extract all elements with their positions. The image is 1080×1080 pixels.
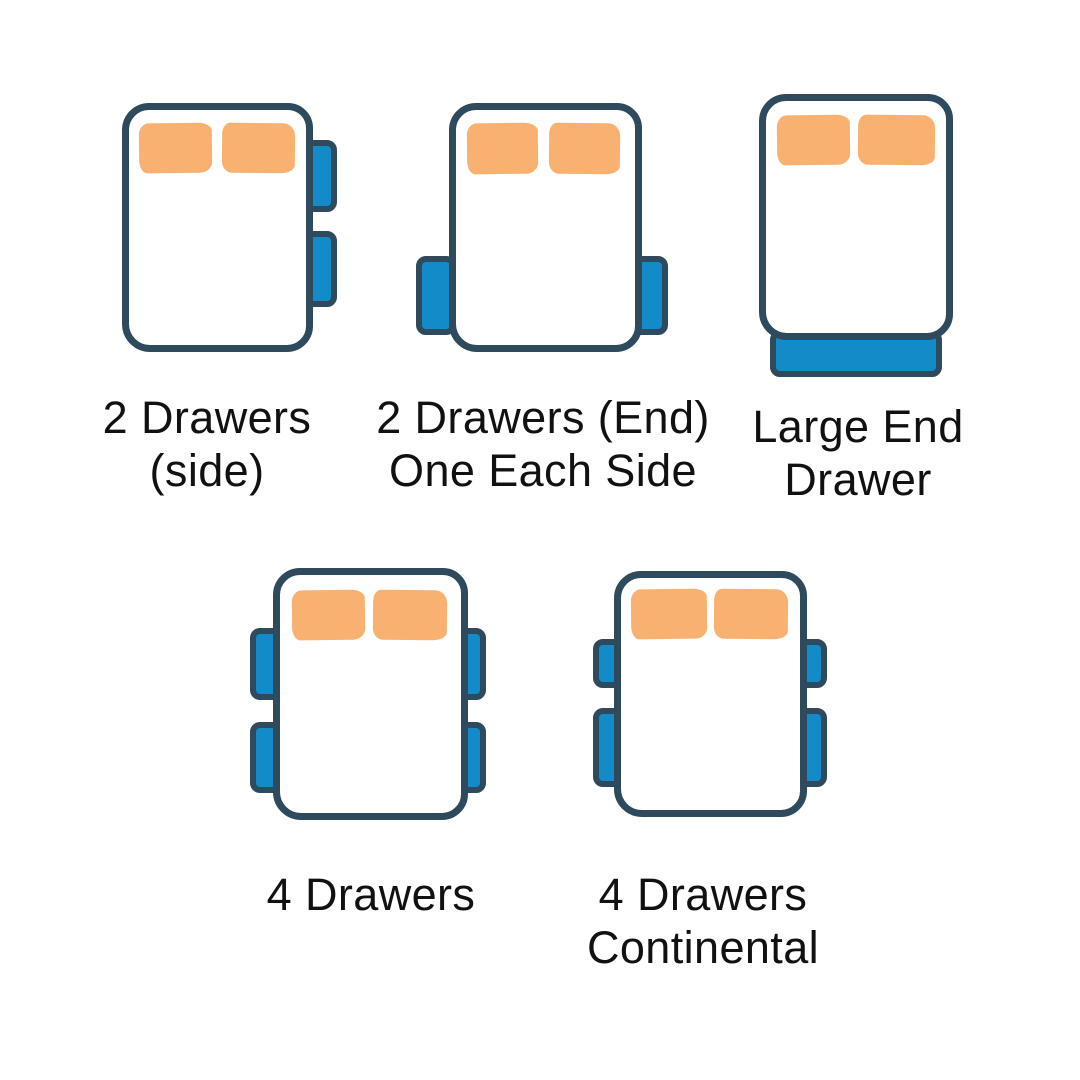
- bed-label-line: 2 Drawers: [102, 392, 312, 443]
- drawer-icon: [250, 722, 290, 793]
- mattress-icon: [449, 103, 642, 352]
- drawer-icon: [446, 722, 486, 793]
- bed-label-line: Continental: [586, 922, 820, 974]
- bed-label-line: 4 Drawers: [598, 869, 808, 920]
- drawer-icon: [787, 639, 827, 688]
- drawer-icon: [446, 628, 486, 700]
- bed-label-line: Drawer: [784, 454, 932, 506]
- bed-label-line: (side): [149, 445, 265, 497]
- mattress-icon: [122, 103, 313, 352]
- mattress-icon: [273, 568, 468, 820]
- bed-label-line: 2 Drawers (End): [376, 392, 710, 443]
- drawer-icon: [416, 256, 456, 335]
- drawer-icon: [628, 256, 668, 335]
- pillow-icon: [138, 122, 213, 174]
- pillow-icon: [713, 588, 789, 640]
- drawer-icon: [250, 628, 290, 700]
- bed-label-line: One Each Side: [389, 445, 697, 497]
- bed-label-4-drawers: 4 Drawers: [267, 868, 476, 921]
- bed-label-line: 4 Drawers: [266, 869, 476, 920]
- pillow-icon: [291, 589, 366, 641]
- pillow-icon: [466, 122, 539, 175]
- pillow-icon: [630, 588, 708, 640]
- pillow-icon: [548, 122, 621, 175]
- pillow-icon: [857, 114, 936, 166]
- bed-label-2-drawers-end-one-each-side: 2 Drawers (End)One Each Side: [376, 391, 710, 497]
- drawer-icon: [299, 140, 337, 212]
- pillow-icon: [221, 122, 296, 174]
- mattress-icon: [614, 571, 807, 817]
- drawer-icon: [299, 231, 337, 307]
- bed-label-2-drawers-side: 2 Drawers(side): [103, 391, 312, 497]
- mattress-icon: [759, 94, 953, 340]
- drawer-icon: [593, 639, 633, 688]
- drawer-icon: [593, 708, 633, 787]
- pillow-icon: [776, 114, 851, 166]
- drawer-icon: [787, 708, 827, 787]
- bed-label-line: Large End: [752, 401, 964, 452]
- pillow-icon: [372, 589, 448, 641]
- drawer-icon: [770, 330, 942, 377]
